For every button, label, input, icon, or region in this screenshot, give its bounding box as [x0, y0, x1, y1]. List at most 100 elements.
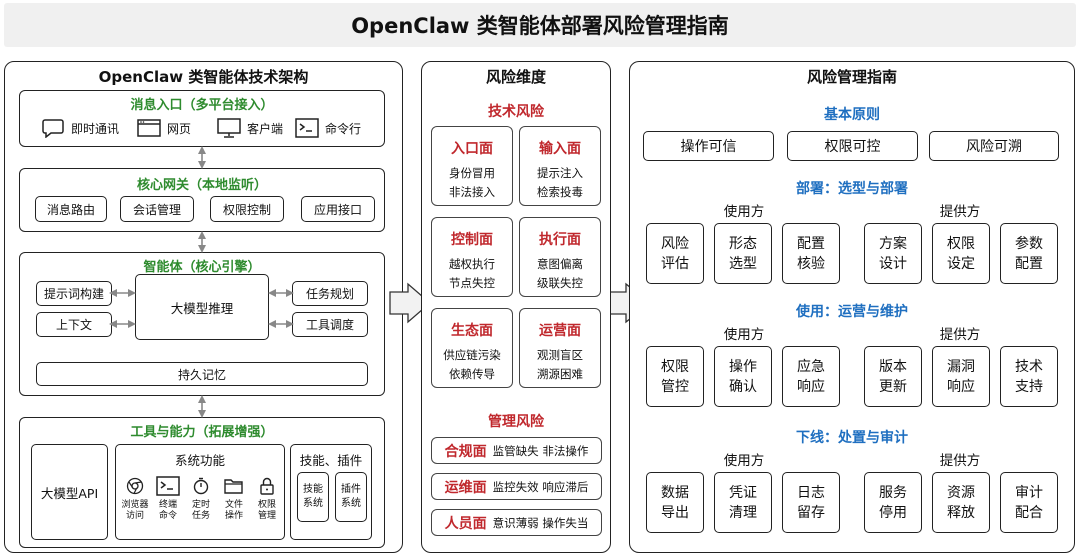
system-functions-box	[115, 444, 285, 540]
terminal-icon	[153, 475, 183, 497]
provider-measure-box: 方案 设计	[864, 223, 922, 284]
provider-measure-box: 资源 释放	[932, 472, 990, 533]
message-entry-label: 即时通讯	[71, 121, 120, 136]
tech-risk-lines: 越权执行节点失控	[432, 255, 512, 293]
mgmt-risk-head: 人员面	[444, 515, 487, 532]
user-measure-box: 凭证 清理	[714, 472, 772, 533]
mgmt-risk-title: 管理风险	[488, 414, 544, 430]
lock-icon	[252, 475, 282, 497]
provider-measure-box: 审计 配合	[1000, 472, 1058, 533]
provider-side-label: 提供方	[939, 204, 981, 220]
user-measure-box: 日志 留存	[782, 472, 840, 533]
folder-icon	[219, 475, 249, 497]
agent-left-item: 上下文	[36, 312, 112, 337]
mgmt-risk-card: 人员面意识薄弱 操作失当	[431, 509, 602, 536]
message-entry-item: 客户端	[217, 116, 283, 140]
tech-risk-head: 生态面	[451, 323, 493, 339]
system-function-label: 权限 管理	[257, 500, 276, 521]
mgmt-risk-card: 运维面监控失效 响应滞后	[431, 473, 602, 500]
tech-risk-line: 供应链污染	[443, 348, 501, 362]
chat-bubble-icon	[41, 117, 65, 139]
page-title: OpenClaw 类智能体部署风险管理指南	[4, 3, 1076, 47]
tech-risk-card: 运营面观测盲区溯源困难	[519, 308, 601, 388]
user-side-label: 使用方	[723, 204, 765, 220]
tech-risk-line: 越权执行	[449, 257, 495, 271]
tech-risk-line: 依赖传导	[449, 367, 495, 381]
tech-risk-card: 控制面越权执行节点失控	[431, 217, 513, 297]
guide-title: 风险管理指南	[806, 68, 897, 86]
provider-measure-box: 技术 支持	[1000, 346, 1058, 407]
tech-risk-card: 执行面意图偏离级联失控	[519, 217, 601, 297]
message-entry-items: 即时通讯 网页 客户端 命令行	[19, 114, 385, 142]
system-function-label: 终端 命令	[158, 500, 177, 521]
tech-risk-lines: 提示注入检索投毒	[520, 164, 600, 202]
skills-plugins-title: 技能、插件	[299, 453, 363, 468]
tech-risk-line: 节点失控	[449, 276, 495, 290]
provider-measure-box: 服务 停用	[864, 472, 922, 533]
tools-title: 工具与能力（拓展增强）	[130, 425, 274, 440]
system-function-label: 定时 任务	[191, 500, 210, 521]
user-measure-box: 数据 导出	[646, 472, 704, 533]
system-function-label: 文件 操作	[224, 500, 243, 521]
mgmt-risk-text: 监控失效 响应滞后	[492, 479, 589, 494]
message-entry-section	[19, 90, 385, 147]
tech-risk-lines: 身份冒用非法接入	[432, 164, 512, 202]
mgmt-risk-card: 合规面监管缺失 非法操作	[431, 437, 602, 464]
tech-risk-line: 提示注入	[537, 166, 583, 180]
system-functions-title: 系统功能	[174, 453, 225, 468]
mgmt-risk-text: 监管缺失 非法操作	[492, 443, 589, 458]
message-entry-item: 命令行	[295, 116, 361, 140]
gateway-item: 应用接口	[301, 196, 375, 222]
user-measure-box: 配置 核验	[782, 223, 840, 284]
risk-dimension-title: 风险维度	[485, 68, 546, 86]
stopwatch-icon	[186, 475, 216, 497]
provider-measure-box: 漏洞 响应	[932, 346, 990, 407]
principle-box: 权限可控	[787, 131, 918, 161]
llm-inference-box: 大模型推理	[135, 274, 269, 340]
tech-risk-head: 运营面	[539, 323, 581, 339]
agent-title: 智能体（核心引擎）	[143, 260, 261, 275]
llm-api-box: 大模型API	[31, 444, 108, 540]
message-entry-item: 即时通讯	[41, 116, 119, 140]
mgmt-risk-text: 意识薄弱 操作失当	[492, 515, 589, 530]
chrome-icon	[120, 475, 150, 497]
tech-risk-line: 检索投毒	[537, 185, 583, 199]
tech-risk-line: 身份冒用	[449, 166, 495, 180]
gateway-item: 消息路由	[35, 196, 107, 222]
flow-arrow-1	[389, 282, 431, 324]
message-entry-label: 网页	[167, 121, 192, 136]
tech-risk-head: 执行面	[539, 232, 581, 248]
provider-measure-box: 参数 配置	[1000, 223, 1058, 284]
skill-plugin-item: 插件 系统	[335, 472, 367, 522]
skill-plugin-item: 技能 系统	[297, 472, 329, 522]
core-gateway-title: 核心网关（本地监听）	[136, 178, 267, 193]
message-entry-item: 网页	[137, 116, 191, 140]
gateway-item: 会话管理	[120, 196, 194, 222]
terminal-icon	[295, 117, 319, 139]
user-measure-box: 权限 管控	[646, 346, 704, 407]
provider-measure-box: 权限 设定	[932, 223, 990, 284]
tech-risk-line: 非法接入	[449, 185, 495, 199]
provider-side-label: 提供方	[939, 327, 981, 343]
stage-title: 下线：处置与审计	[796, 430, 908, 446]
monitor-icon	[217, 117, 241, 139]
user-measure-box: 形态 选型	[714, 223, 772, 284]
message-entry-title: 消息入口（多平台接入）	[130, 98, 274, 113]
user-side-label: 使用方	[723, 453, 765, 469]
gateway-item: 权限控制	[210, 196, 284, 222]
provider-measure-box: 版本 更新	[864, 346, 922, 407]
system-function-label: 浏览器 访问	[121, 500, 149, 521]
mgmt-risk-head: 运维面	[444, 479, 487, 496]
tech-risk-card: 生态面供应链污染依赖传导	[431, 308, 513, 388]
user-measure-box: 风险 评估	[646, 223, 704, 284]
tech-risk-line: 观测盲区	[537, 348, 583, 362]
mgmt-risk-head: 合规面	[444, 443, 487, 460]
user-side-label: 使用方	[723, 327, 765, 343]
tech-risk-head: 控制面	[451, 232, 493, 248]
user-measure-box: 应急 响应	[782, 346, 840, 407]
principle-box: 风险可溯	[929, 131, 1059, 161]
architecture-title: OpenClaw 类智能体技术架构	[98, 68, 309, 86]
message-entry-label: 命令行	[325, 121, 362, 136]
agent-right-item: 工具调度	[292, 312, 368, 337]
tech-risk-lines: 供应链污染依赖传导	[432, 346, 512, 384]
